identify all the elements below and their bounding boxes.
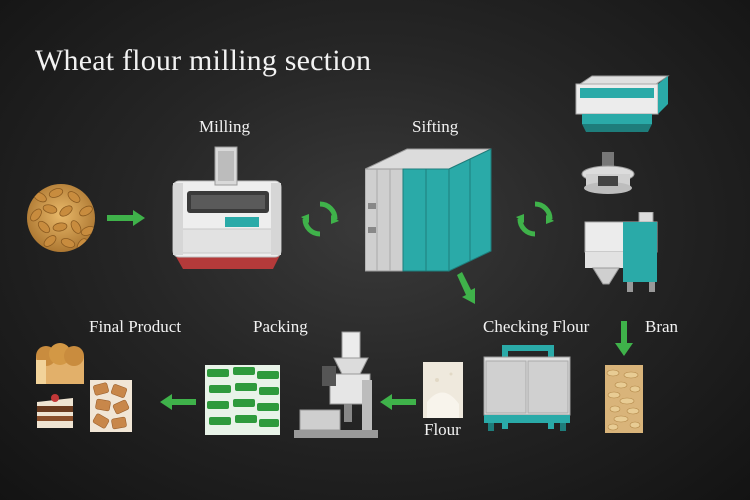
milling-machine-image (165, 143, 290, 271)
cake-image (33, 392, 77, 432)
arrow-icon (105, 208, 147, 228)
arrow-icon (615, 321, 633, 357)
flour-bags-image (205, 365, 280, 435)
packing-machine-image (294, 330, 378, 442)
bran-image (605, 365, 643, 433)
milling-label: Milling (199, 117, 251, 136)
arrow-icon (455, 272, 479, 308)
cycle-arrows-icon (516, 200, 554, 238)
check-sifter-image (480, 345, 574, 431)
sifting-label: Sifting (412, 117, 459, 136)
flour-image (423, 362, 463, 418)
arrow-icon (158, 393, 198, 411)
bran-finisher-image (583, 212, 663, 294)
biscuits-image (90, 380, 132, 432)
arrow-icon (378, 393, 418, 411)
checking-flour-label: Checking Flour (483, 317, 590, 336)
packing-label: Packing (253, 317, 308, 336)
wheat-grains-image (26, 183, 96, 253)
bran-label: Bran (645, 317, 679, 336)
bread-image (32, 338, 88, 386)
purifier-image (572, 74, 672, 134)
cycle-arrows-icon (301, 200, 339, 238)
vibro-separator-image (580, 150, 640, 198)
page-title: Wheat flour milling section (35, 44, 372, 77)
plansifter-image (365, 147, 493, 273)
final-product-label: Final Product (89, 317, 182, 336)
flour-label: Flour (424, 420, 461, 439)
